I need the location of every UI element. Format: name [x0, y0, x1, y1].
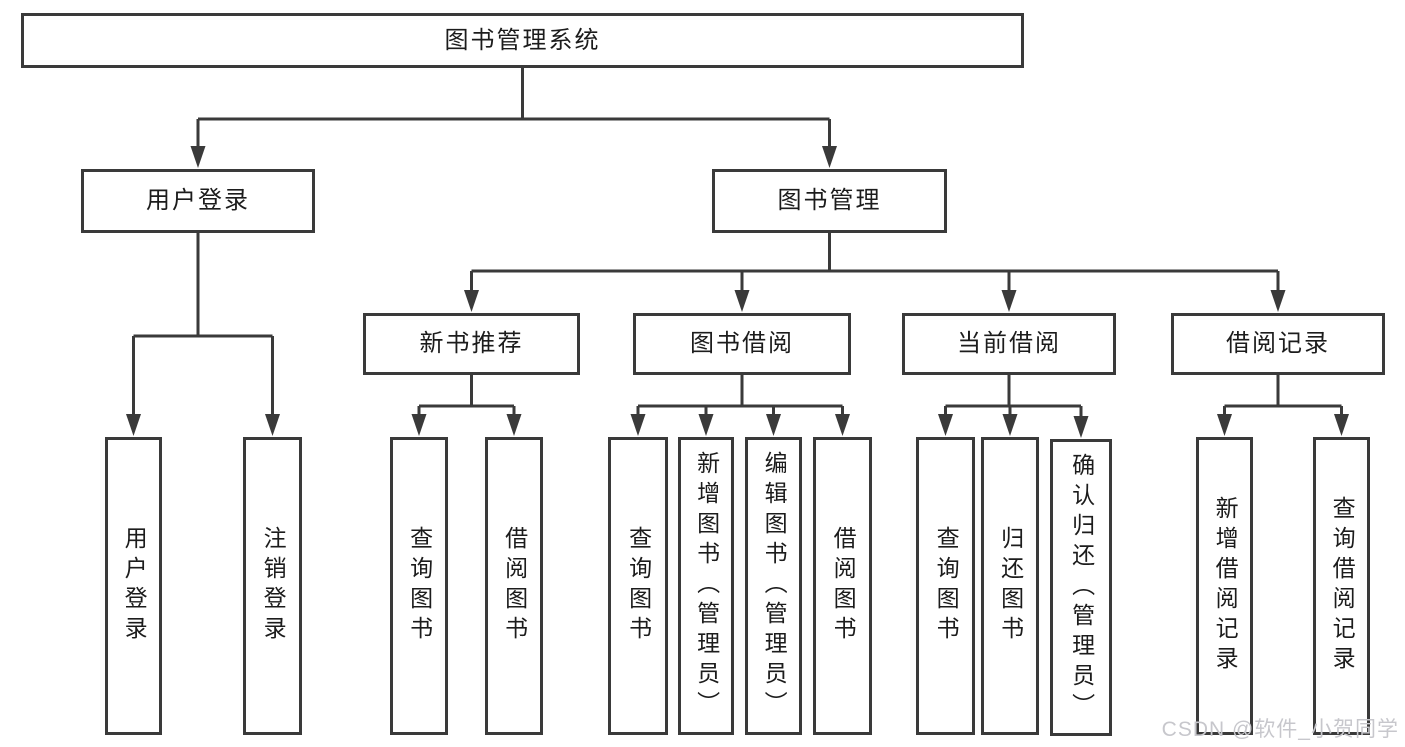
leaf-records-query-record: 查询借阅记录: [1313, 437, 1370, 735]
connector-line: [417, 375, 516, 418]
connector-line: [470, 233, 1280, 294]
leaf-borrowing-edit-books-admin: 编辑图书（管理员）: [745, 437, 802, 735]
arrowhead: [630, 414, 646, 436]
watermark-text: CSDN @软件_小贺同学: [1161, 718, 1399, 741]
connector-line: [636, 375, 844, 418]
connector-line: [944, 375, 1083, 420]
arrowhead: [1002, 414, 1018, 436]
arrowhead: [506, 414, 522, 436]
node-borrowing-records: 借阅记录: [1171, 313, 1385, 375]
arrowhead: [1334, 414, 1349, 436]
arrowhead: [411, 414, 427, 436]
connector-user-login-to-leaves: [126, 233, 280, 436]
arrowhead: [1270, 290, 1286, 312]
arrowhead: [822, 146, 837, 168]
connector-line: [132, 233, 274, 418]
connector-new-book-recommendation-to-leaves: [411, 375, 522, 436]
node-current-borrowing: 当前借阅: [902, 313, 1116, 375]
connector-book-management-to-level3: [464, 233, 1286, 312]
arrowhead: [835, 414, 850, 436]
leaf-records-add-record: 新增借阅记录: [1196, 437, 1253, 735]
leaf-borrowing-add-books-admin: 新增图书（管理员）: [678, 437, 734, 735]
leaf-current-query-books: 查询图书: [916, 437, 975, 735]
arrowhead: [265, 414, 280, 436]
connector-line: [196, 68, 831, 150]
arrowhead: [1073, 416, 1089, 438]
connector-current-borrowing-to-leaves: [938, 375, 1089, 438]
arrowhead: [1217, 414, 1232, 436]
connector-line: [1223, 375, 1343, 418]
leaf-borrowing-query-books: 查询图书: [608, 437, 668, 735]
leaf-recommend-borrow-books: 借阅图书: [485, 437, 543, 735]
node-new-book-recommendation: 新书推荐: [363, 313, 580, 375]
connector-book-borrowing-to-leaves: [630, 375, 850, 436]
node-book-management: 图书管理: [712, 169, 947, 233]
leaf-current-confirm-return-admin: 确认归还（管理员）: [1050, 439, 1112, 736]
arrowhead: [1001, 290, 1017, 312]
leaf-current-return-books: 归还图书: [981, 437, 1039, 735]
leaf-borrowing-borrow-books: 借阅图书: [813, 437, 872, 735]
root-node: 图书管理系统: [21, 13, 1024, 68]
arrowhead: [464, 290, 479, 312]
arrowhead: [766, 414, 781, 436]
leaf-recommend-query-books: 查询图书: [390, 437, 448, 735]
arrowhead: [126, 414, 141, 436]
leaf-logout: 注销登录: [243, 437, 302, 735]
arrowhead: [698, 414, 714, 436]
arrowhead: [938, 414, 953, 436]
arrowhead: [190, 146, 206, 168]
node-book-borrowing: 图书借阅: [633, 313, 851, 375]
arrowhead: [734, 290, 750, 312]
node-user-login: 用户登录: [81, 169, 315, 233]
connector-borrowing-records-to-leaves: [1217, 375, 1349, 436]
leaf-user-login: 用户登录: [105, 437, 162, 735]
connector-root-to-level2: [190, 68, 837, 168]
